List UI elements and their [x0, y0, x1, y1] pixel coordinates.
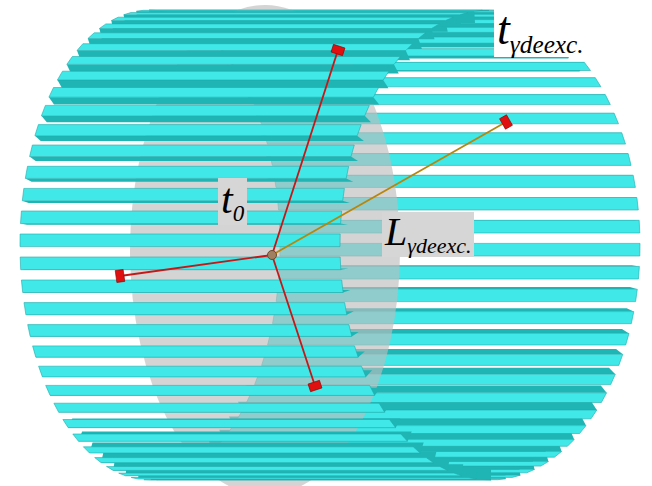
scintillator-bar-side [35, 136, 364, 141]
scintillator-bar [46, 385, 375, 395]
hit-marker [331, 44, 345, 55]
scintillator-bar [107, 466, 448, 470]
scintillator-bar [24, 303, 347, 315]
scintillator-bar [54, 403, 385, 412]
scintillator-bar [57, 71, 389, 80]
scintillator-bar [39, 366, 366, 377]
scintillator-bar [67, 57, 401, 65]
symbol-base: t [497, 3, 510, 54]
scintillator-bar [63, 420, 396, 428]
scintillator-bar-side [41, 116, 371, 123]
scintillator-bar [21, 280, 343, 293]
rays [115, 44, 512, 391]
hit-marker [500, 115, 513, 129]
hit-marker [115, 270, 125, 283]
scintillator-bar [33, 346, 359, 357]
symbol-base: L [385, 209, 407, 254]
symbol-label: Lγdeexc. [382, 212, 474, 257]
scintillator-bar [88, 33, 426, 39]
scintillator-bar [111, 17, 453, 20]
scintillator-bar [124, 13, 468, 15]
scintillator-bar [77, 44, 413, 51]
scintillator-bar [28, 325, 352, 337]
scintillator-bar [144, 479, 491, 480]
symbol-subscript: 0 [233, 200, 245, 226]
scintillator-bar [20, 234, 340, 247]
gamma-ray [120, 255, 272, 276]
scintillator-bar [131, 478, 476, 480]
scintillator-bar-side [49, 97, 379, 104]
scintillator-bar [136, 10, 482, 11]
annihilation-point [268, 251, 277, 260]
symbol-subscript: γdeexc. [510, 30, 584, 58]
symbol-label: tγdeexc. [494, 6, 587, 57]
scintillator-bar-side [25, 178, 353, 181]
scintillator-bar [49, 88, 379, 98]
symbol-base: t [221, 176, 233, 222]
near-bars [20, 10, 491, 480]
scintillator-bar [73, 434, 408, 441]
scintillator-bar [22, 188, 344, 200]
gamma-ray [272, 50, 338, 255]
symbol-label: t0 [218, 178, 247, 225]
scintillator-bar-side [30, 157, 358, 161]
scintillator-bar-side [57, 80, 388, 88]
gamma-ray [272, 255, 315, 386]
scintillator-bar [21, 211, 342, 224]
scintillator-bar-side [22, 201, 350, 203]
scintillator-bar [99, 24, 439, 29]
scintillator-bar [95, 458, 434, 463]
symbol-subscript: γdeexc. [407, 233, 471, 258]
scintillator-bar [119, 473, 462, 476]
scintillator-bar [83, 447, 420, 453]
hit-marker [308, 380, 322, 391]
